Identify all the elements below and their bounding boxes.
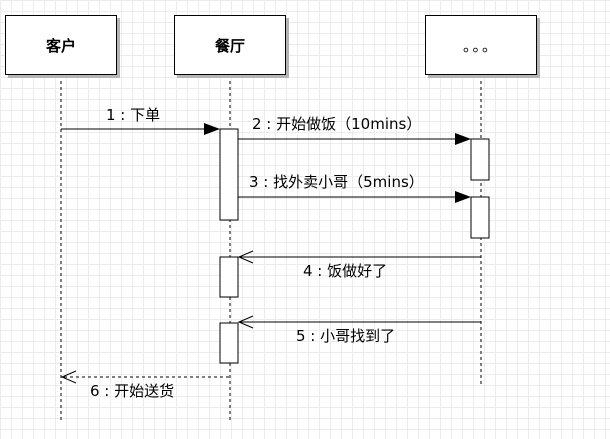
message-3-label: 3 : 找外卖小哥（5mins） bbox=[249, 173, 424, 191]
activation-restaurant-2 bbox=[219, 256, 239, 298]
message-4-arrowhead bbox=[237, 250, 254, 264]
message-1-arrowhead bbox=[204, 123, 220, 135]
message-4-label: 4 : 饭做好了 bbox=[303, 262, 388, 280]
message-2-arrowhead bbox=[455, 133, 471, 145]
activation-other-2 bbox=[470, 196, 490, 239]
message-2-label: 2 : 开始做饭（10mins） bbox=[252, 115, 422, 133]
participant-customer: 客户 bbox=[5, 15, 117, 75]
activation-restaurant-1 bbox=[219, 128, 239, 221]
activation-restaurant-3 bbox=[219, 322, 239, 364]
participant-restaurant: 餐厅 bbox=[174, 15, 286, 75]
message-3-arrowhead bbox=[455, 191, 471, 203]
message-1-label: 1 : 下单 bbox=[106, 106, 161, 124]
participant-other: 。。。 bbox=[425, 15, 537, 75]
activation-other-1 bbox=[470, 138, 490, 181]
message-6-arrowhead bbox=[60, 370, 77, 384]
message-5-arrowhead bbox=[237, 315, 254, 329]
message-6-label: 6 : 开始送货 bbox=[90, 382, 175, 400]
message-5-label: 5 : 小哥找到了 bbox=[296, 327, 396, 345]
